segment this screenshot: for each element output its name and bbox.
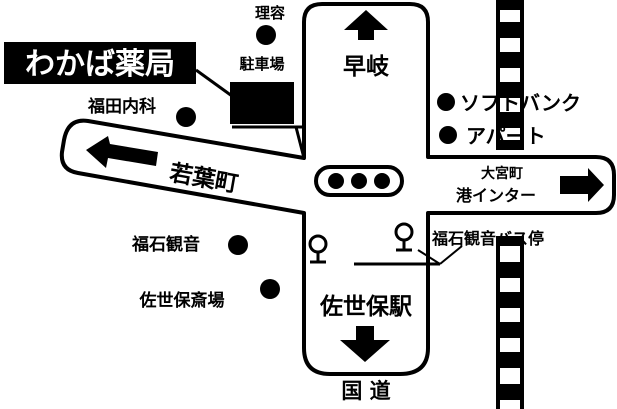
apartment-marker [439,126,457,144]
barber-marker [256,25,276,45]
apartment-label: アパート [466,124,546,148]
road-east-label-2: 港インター [456,186,536,205]
pharmacy-building [230,82,294,124]
arrow-west [86,136,158,168]
arrow-east [560,168,604,202]
hall-label: 佐世保斎場 [139,290,225,311]
clinic-marker [176,107,196,127]
national-road-label: 国 道 [341,379,390,403]
road-east-label-1: 大宮町 [481,165,523,182]
bus-stop-left-icon [308,234,328,264]
bus-stop-pointer-2 [439,245,463,265]
kannon-label: 福石観音 [131,234,200,255]
parking-label: 駐車場 [239,55,284,73]
bus-stop-right-icon [394,222,414,252]
kannon-marker [228,235,248,255]
barber-label: 理容 [255,4,285,22]
railway-bottom [496,236,524,409]
pharmacy-pointer [195,68,233,98]
signal-light-1 [328,173,344,189]
arrow-north [344,10,388,40]
softbank-marker [437,93,455,111]
title-text: わかば薬局 [25,47,175,82]
bus-stop-pointer [417,249,441,265]
hall-marker [260,279,280,299]
signal-light-2 [351,173,367,189]
railway-top [496,0,524,150]
parking-access-road-2 [294,126,306,159]
road-north-label: 早岐 [343,54,390,80]
bus-stop-label: 福石観音バス停 [431,229,544,248]
arrow-south [340,326,390,362]
clinic-label: 福田内科 [87,96,156,117]
softbank-label: ソフトバンク [460,91,581,115]
road-south-label: 佐世保駅 [319,293,412,320]
signal-light-3 [374,173,390,189]
title-box [4,42,196,84]
